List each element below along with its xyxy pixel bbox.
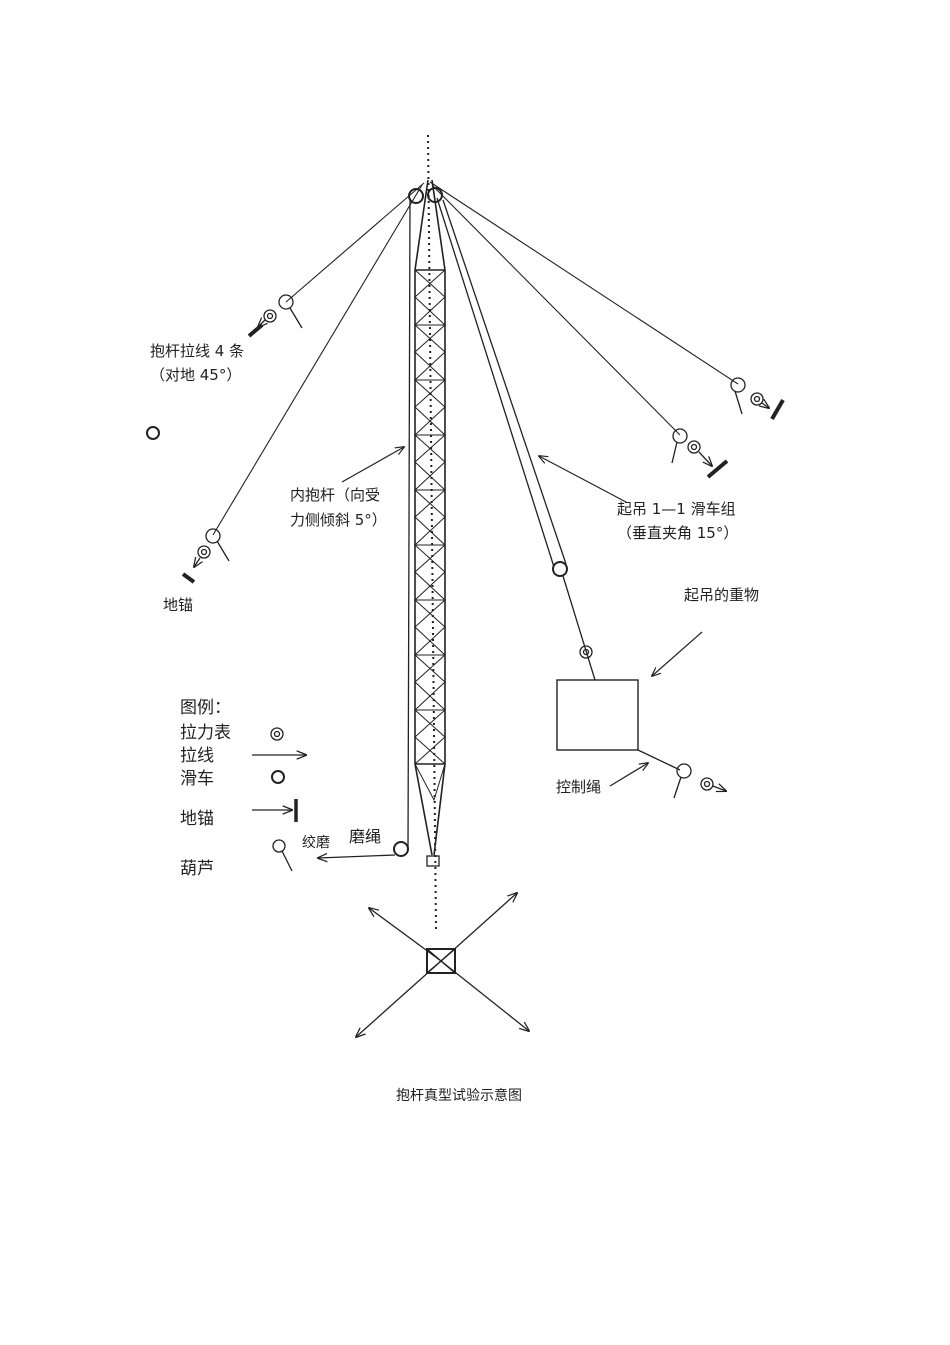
guy-assembly-upper-left [247,294,303,338]
tension-meter-icon [263,309,277,323]
guy-wires-label-line1: 抱杆拉线 4 条 [150,342,244,360]
legend-tension-meter-icon [270,727,284,741]
guy-assembly-lower-right [671,428,729,479]
heavy-load-pointer [652,631,703,676]
legend [252,727,306,872]
ground-anchor-icon [181,572,196,584]
inner-pole-pointer [341,447,404,483]
inner-pole-label-line1: 内抱杆（向受 [290,486,380,504]
control-rope [637,749,726,799]
hoist-icon [672,428,688,444]
tension-meter-icon [197,545,211,559]
tension-meter-icon [750,392,764,406]
heavy-load-label: 起吊的重物 [684,586,759,604]
guy-wires [212,181,739,536]
heavy-load-box [556,679,639,751]
guy-assembly-lower-left [181,528,230,584]
guy-assembly-upper-right [730,377,785,421]
guy-wire-lower-left [212,184,423,536]
lattice-mast [414,179,446,867]
guy-wires-label-line2: （对地 45°） [150,366,241,384]
tension-meter-icon [579,645,593,659]
pulley-icon [146,426,160,440]
legend-hoist-icon [272,839,286,853]
winch-label: 绞磨 [302,834,330,851]
legend-item-guy-wire: 拉线 [180,746,214,766]
winch-rope [318,197,411,858]
legend-pulley-icon [271,770,285,784]
ground-anchor-icon [706,459,729,479]
legend-item-ground-anchor: 地锚 [180,809,214,829]
base-anchor-box [426,948,456,974]
legend-item-hoist: 葫芦 [180,859,214,879]
base-anchor [356,893,529,1037]
ground-anchor-icon [247,323,264,338]
winch-rope-label: 磨绳 [349,827,381,846]
mast-base-plate [426,855,440,867]
ground-anchor-icon [770,398,785,421]
hoist-icon [676,763,692,779]
inner-pole-label-line2: 力侧倾斜 5°） [290,511,387,529]
guy-wire-upper-left [285,182,425,303]
guy-wire-upper-right [429,181,739,385]
hoist-icon [205,528,221,544]
legend-item-tension-meter: 拉力表 [180,723,231,743]
figure-caption: 抱杆真型试验示意图 [396,1087,522,1104]
guy-wire-lower-right [431,184,681,436]
hoist-icon [278,294,294,310]
control-rope-label: 控制绳 [556,778,601,796]
pulley-block-pointer [539,456,627,503]
legend-title: 图例： [180,698,231,718]
control-rope-pointer [609,763,648,787]
pulley-block-label-line2: （垂直夹角 15°） [617,524,738,542]
tension-meter-icon [700,777,714,791]
winch-pulley [393,841,409,857]
hoist-icon [730,377,746,393]
ground-anchor-label: 地锚 [163,596,193,614]
pulley-block-lower-pulley [552,561,568,577]
tension-meter-icon [687,440,701,454]
label-pointers [341,447,703,787]
pulley-block [436,197,596,681]
pulley-block-label-line1: 起吊 1—1 滑车组 [617,500,736,518]
legend-item-pulley: 滑车 [180,769,214,789]
